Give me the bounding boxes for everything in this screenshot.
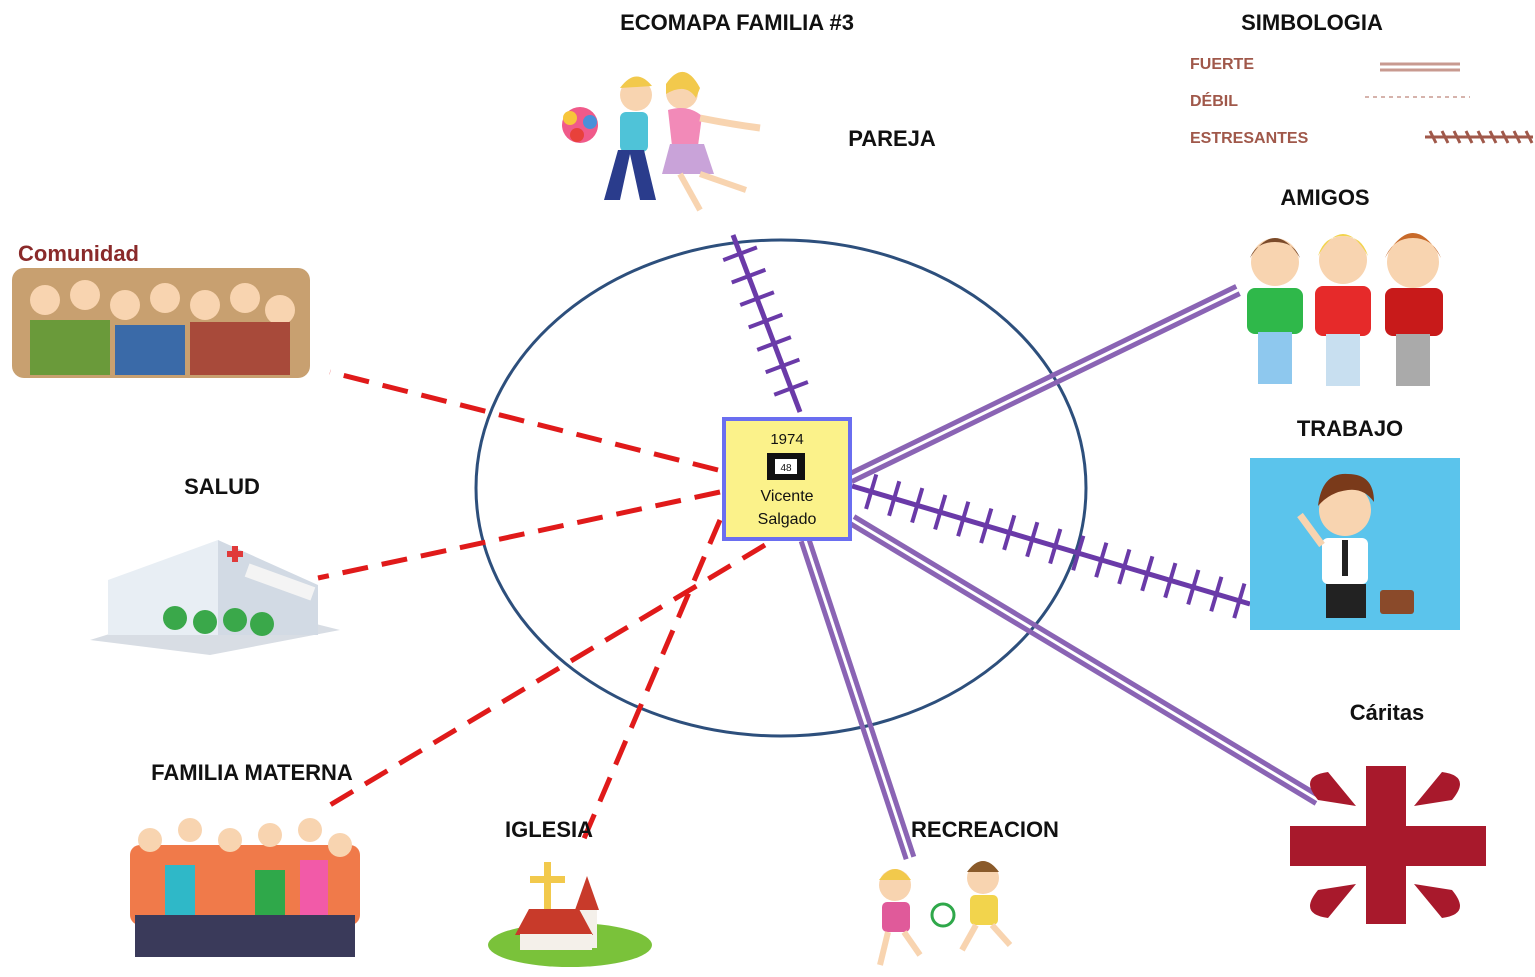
- connection-amigos: [850, 291, 1241, 484]
- connection-trabajo-tick: [910, 487, 925, 524]
- center-age: 48: [780, 463, 792, 474]
- center-name-last: Salgado: [758, 511, 817, 528]
- legend: SIMBOLOGIA FUERTE DÉBIL ESTRESANTES: [1190, 10, 1534, 147]
- legend-label-weak: DÉBIL: [1190, 91, 1238, 110]
- connection-recreacion: [798, 540, 909, 861]
- connection-salud: [317, 489, 721, 581]
- legend-line-strong: [1380, 62, 1460, 72]
- connections-layer: [317, 234, 1322, 861]
- caritas-cross-icon: [1290, 766, 1486, 924]
- family-group-icon: [130, 818, 360, 957]
- connection-trabajo-tick: [887, 480, 902, 517]
- hospital-icon: [90, 540, 340, 655]
- connection-pareja-tick: [731, 267, 767, 285]
- connection-pareja-tick: [756, 335, 792, 352]
- connection-trabajo-tick: [979, 507, 994, 544]
- center-person-box[interactable]: 1974 48 Vicente Salgado: [722, 417, 852, 541]
- node-label-pareja: PAREJA: [848, 126, 936, 151]
- connection-iglesia: [577, 519, 723, 849]
- businessman-icon: [1250, 458, 1460, 630]
- node-label-iglesia: IGLESIA: [505, 817, 593, 842]
- community-crowd-icon: Comunidad: [12, 241, 310, 378]
- node-label-recreacion: RECREACION: [911, 817, 1059, 842]
- connection-pareja-tick: [722, 245, 758, 262]
- node-label-trabajo: TRABAJO: [1297, 416, 1403, 441]
- connection-trabajo-tick: [1186, 569, 1201, 606]
- node-label-caritas: Cáritas: [1350, 700, 1425, 725]
- couple-kissing-icon: [562, 71, 761, 212]
- legend-label-stressful: ESTRESANTES: [1190, 130, 1309, 147]
- connection-trabajo-tick: [1117, 548, 1132, 585]
- connection-trabajo-tick: [1232, 583, 1247, 619]
- connection-trabajo-tick: [1025, 521, 1040, 558]
- connection-trabajo-tick: [1048, 528, 1063, 565]
- connection-pareja-tick: [773, 380, 809, 397]
- center-year: 1974: [770, 431, 803, 448]
- kids-playing-football-icon: [877, 861, 1013, 966]
- three-friends-icon: [1247, 233, 1443, 386]
- legend-line-stressful: [1425, 130, 1534, 144]
- connection-trabajo-tick: [864, 473, 879, 510]
- node-label-familia-materna: FAMILIA MATERNA: [151, 760, 353, 785]
- connection-trabajo-tick: [933, 494, 948, 530]
- church-icon: [488, 862, 652, 967]
- node-label-salud: SALUD: [184, 474, 260, 499]
- connection-trabajo-tick: [1140, 555, 1155, 592]
- connection-pareja-tick: [765, 357, 801, 375]
- connection-familia-materna: [328, 542, 767, 808]
- connection-recreacion: [806, 537, 917, 858]
- node-label-comunidad: Comunidad: [18, 241, 139, 266]
- connection-amigos: [847, 284, 1238, 477]
- connection-comunidad: [329, 369, 719, 473]
- connection-pareja: [730, 234, 803, 413]
- diagram-title: ECOMAPA FAMILIA #3: [620, 10, 854, 35]
- connection-trabajo-tick: [1094, 542, 1109, 578]
- connection-pareja-tick: [748, 312, 784, 330]
- connection-trabajo-tick: [1209, 576, 1224, 612]
- connection-caritas: [848, 521, 1318, 806]
- family-boundary-circle: [474, 238, 1088, 738]
- connection-trabajo-tick: [956, 501, 971, 537]
- connection-trabajo-tick: [1071, 535, 1086, 571]
- legend-title: SIMBOLOGIA: [1241, 10, 1383, 35]
- connection-pareja-tick: [739, 290, 775, 307]
- center-name-first: Vicente: [760, 488, 813, 505]
- person-symbol-inner: [775, 459, 797, 474]
- legend-label-strong: FUERTE: [1190, 56, 1254, 73]
- connection-trabajo-tick: [1002, 514, 1017, 551]
- connection-caritas: [852, 514, 1322, 799]
- node-label-amigos: AMIGOS: [1280, 185, 1369, 210]
- connection-trabajo: [851, 483, 1251, 607]
- connection-trabajo-tick: [1163, 562, 1178, 599]
